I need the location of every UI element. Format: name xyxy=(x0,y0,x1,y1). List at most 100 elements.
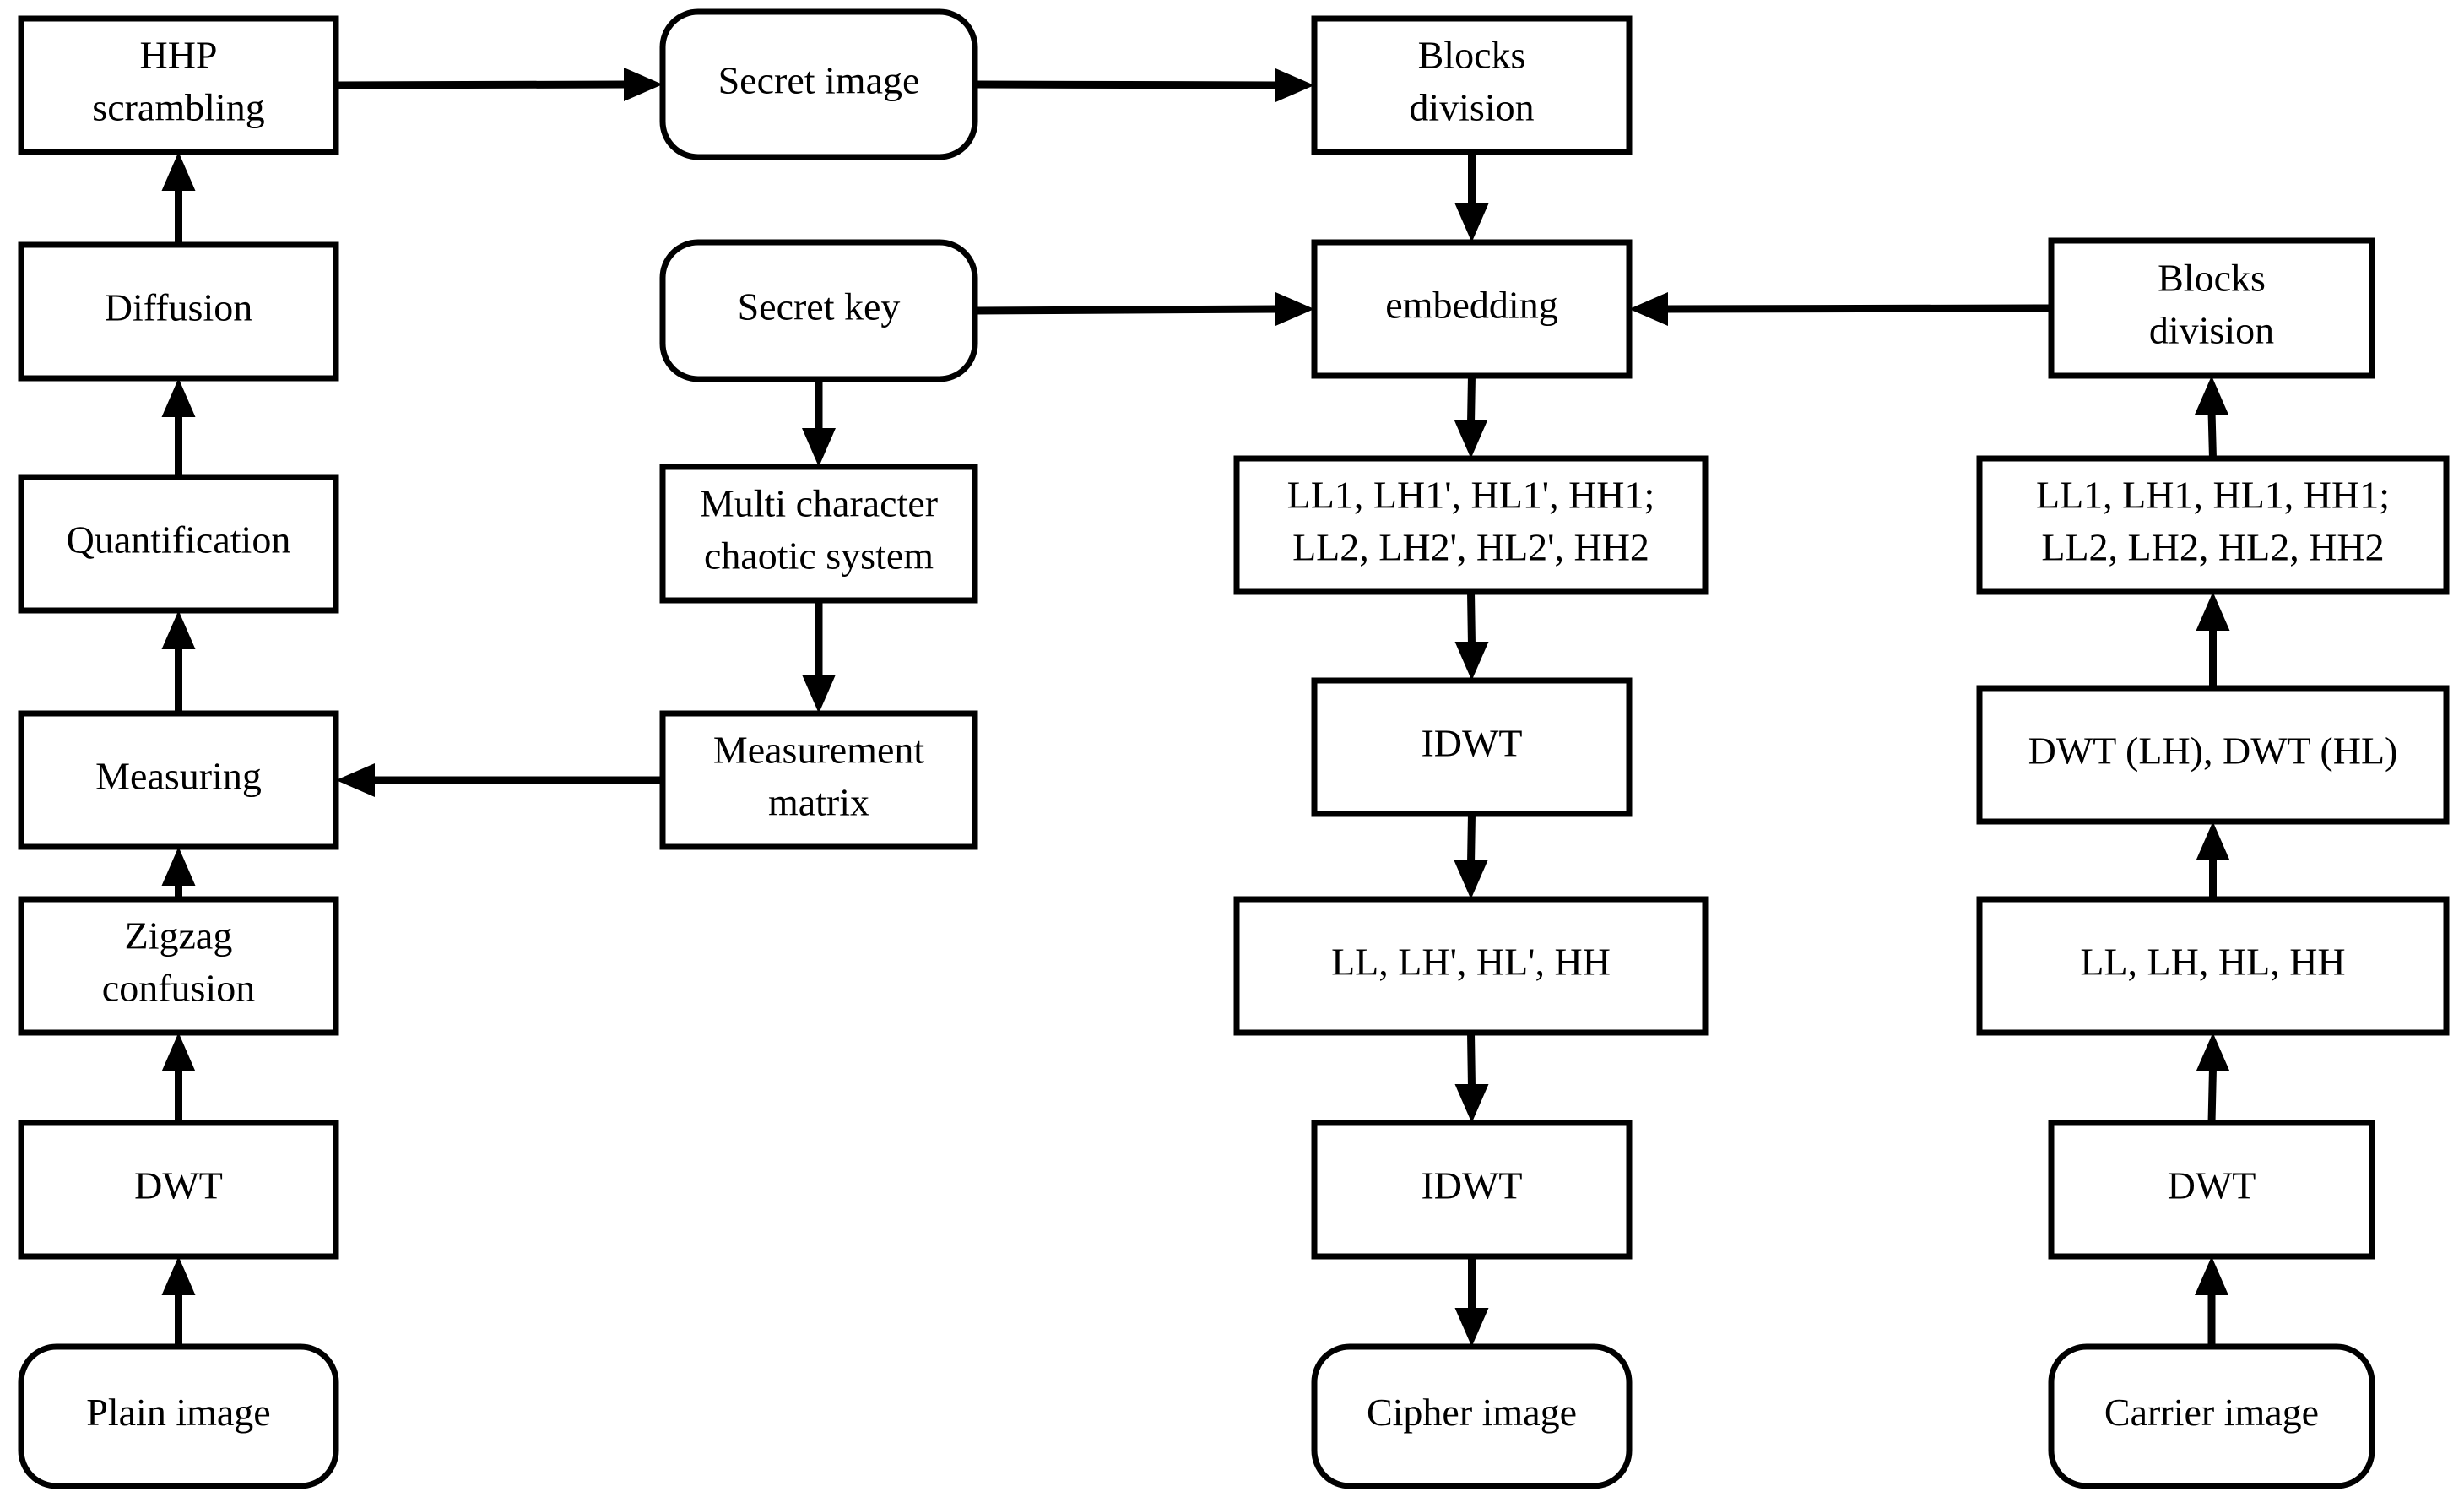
edge-hhp-to-secretimg xyxy=(335,68,663,101)
arrow-head-icon xyxy=(2196,592,2230,631)
arrow-head-icon xyxy=(2196,822,2230,860)
node-label-plain: Plain image xyxy=(86,1391,270,1434)
arrow-head-icon xyxy=(802,428,836,467)
node-llmix[interactable]: LL, LH', HL', HH xyxy=(1233,896,1709,1036)
node-shape-secretkey xyxy=(659,239,978,382)
edge-secretimg-to-blocksdiv1 xyxy=(974,68,1314,102)
arrow-head-icon xyxy=(1454,1308,1489,1347)
edge-layer xyxy=(161,68,2230,1347)
edge-secretkey-to-embedding xyxy=(974,292,1314,326)
edge-blocksdiv2-to-embedding xyxy=(1629,292,2052,326)
edge-line xyxy=(2207,1067,2217,1124)
node-label-coef_car: LL1, LH1, HL1, HH1; xyxy=(2036,474,2390,517)
node-shape-dwt_right xyxy=(2048,1120,2375,1260)
node-shape-blocksdiv1 xyxy=(1311,15,1633,155)
node-shape-llmix xyxy=(1233,896,1709,1036)
arrow-head-icon xyxy=(802,675,836,713)
arrow-head-icon xyxy=(161,1033,196,1071)
edge-coef_car-to-blocksdiv2 xyxy=(2195,376,2228,459)
arrow-head-icon xyxy=(1454,1084,1489,1123)
node-label-quant: Quantification xyxy=(67,518,291,561)
arrow-head-icon xyxy=(1454,420,1488,458)
edge-dwt_left-to-zigzag xyxy=(161,1033,196,1123)
node-shape-diffusion xyxy=(18,241,339,382)
node-label-zigzag: Zigzag xyxy=(125,914,233,957)
arrow-head-icon xyxy=(1629,292,1668,326)
node-idwt2[interactable]: IDWT xyxy=(1311,1120,1633,1260)
node-label-secretkey: Secret key xyxy=(738,285,901,328)
edge-dwtlhhl-to-coef_car xyxy=(2196,592,2230,688)
node-coef_enc[interactable]: LL1, LH1', HL1', HH1;LL2, LH2', HL2', HH… xyxy=(1233,455,1709,595)
edge-secretkey-to-chaotic xyxy=(802,379,836,467)
node-shape-carrier xyxy=(2048,1343,2375,1489)
node-label-diffusion: Diffusion xyxy=(105,286,253,329)
edge-chaotic-to-measmatrix xyxy=(802,600,836,713)
arrow-head-icon xyxy=(1275,292,1314,326)
edge-diffusion-to-hhp xyxy=(161,152,196,245)
arrow-head-icon xyxy=(1275,68,1314,102)
node-secretimg[interactable]: Secret image xyxy=(659,8,978,160)
arrow-head-icon xyxy=(624,68,663,101)
edge-idwt1-to-llmix xyxy=(1454,813,1488,899)
edge-line xyxy=(1467,375,1476,424)
edge-measuring-to-quant xyxy=(161,610,196,713)
node-dwt_left[interactable]: DWT xyxy=(18,1120,339,1260)
edge-plain-to-dwt_left xyxy=(161,1256,196,1347)
node-llall[interactable]: LL, LH, HL, HH xyxy=(1976,896,2450,1036)
arrow-head-icon xyxy=(1454,642,1489,681)
node-shape-chaotic xyxy=(659,464,978,604)
node-label-chaotic: chaotic system xyxy=(704,534,934,578)
edge-line xyxy=(1467,813,1476,865)
node-secretkey[interactable]: Secret key xyxy=(659,239,978,382)
edge-quant-to-diffusion xyxy=(161,378,196,477)
node-shape-dwt_left xyxy=(18,1120,339,1260)
node-shape-coef_car xyxy=(1976,455,2450,595)
node-carrier[interactable]: Carrier image xyxy=(2048,1343,2375,1489)
node-shape-hhp xyxy=(18,15,339,155)
node-label-idwt1: IDWT xyxy=(1421,722,1522,765)
node-coef_car[interactable]: LL1, LH1, HL1, HH1;LL2, LH2, HL2, HH2 xyxy=(1976,455,2450,595)
edge-llmix-to-idwt2 xyxy=(1454,1032,1489,1123)
node-dwtlhhl[interactable]: DWT (LH), DWT (HL) xyxy=(1976,685,2450,825)
node-shape-secretimg xyxy=(659,8,978,160)
node-blocksdiv2[interactable]: Blocks division xyxy=(2048,237,2375,379)
edge-line xyxy=(974,305,1280,315)
node-label-secretimg: Secret image xyxy=(718,59,920,102)
node-measuring[interactable]: Measuring xyxy=(18,710,339,850)
arrow-head-icon xyxy=(2195,1256,2228,1295)
node-label-dwtlhhl: DWT (LH), DWT (HL) xyxy=(2028,730,2398,773)
node-cipher[interactable]: Cipher image xyxy=(1311,1343,1633,1489)
node-dwt_right[interactable]: DWT xyxy=(2048,1120,2375,1260)
arrow-head-icon xyxy=(161,152,196,191)
arrow-head-icon xyxy=(1454,203,1489,242)
edge-line xyxy=(335,80,628,89)
node-idwt1[interactable]: IDWT xyxy=(1311,677,1633,817)
node-label-blocksdiv2: division xyxy=(2149,309,2274,352)
edge-embedding-to-coef_enc xyxy=(1454,375,1488,458)
arrow-head-icon xyxy=(2195,376,2228,415)
edge-zigzag-to-measuring xyxy=(161,847,196,899)
edge-carrier-to-dwt_right xyxy=(2195,1256,2228,1347)
edge-dwt_right-to-llall xyxy=(2196,1033,2230,1124)
node-layer: HHPscramblingDiffusionQuantificationMeas… xyxy=(18,8,2450,1489)
node-embedding[interactable]: embedding xyxy=(1311,239,1633,379)
node-label-blocksdiv2: Blocks xyxy=(2158,257,2266,300)
node-label-carrier: Carrier image xyxy=(2104,1391,2319,1434)
edge-line xyxy=(2207,410,2217,459)
node-shape-blocksdiv2 xyxy=(2048,237,2375,379)
node-shape-coef_enc xyxy=(1233,455,1709,595)
node-label-blocksdiv1: division xyxy=(1409,86,1534,129)
arrow-head-icon xyxy=(336,763,375,797)
node-plain[interactable]: Plain image xyxy=(18,1343,339,1489)
node-shape-zigzag xyxy=(18,896,339,1036)
node-label-measmatrix: matrix xyxy=(768,781,869,824)
node-diffusion[interactable]: Diffusion xyxy=(18,241,339,382)
node-quant[interactable]: Quantification xyxy=(18,474,339,614)
node-shape-cipher xyxy=(1311,1343,1633,1489)
